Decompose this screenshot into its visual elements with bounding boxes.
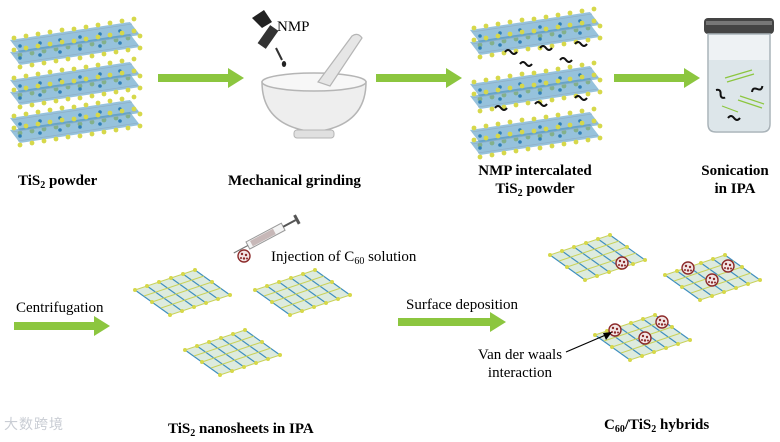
label-tis2-powder: TiS2 powder bbox=[18, 173, 98, 191]
label-surface-deposition: Surface deposition bbox=[406, 297, 519, 313]
label-vdw-interaction: Van der waals interaction bbox=[477, 347, 563, 381]
tis2-powder-stack bbox=[9, 16, 143, 148]
nmp-intercalated-stack bbox=[469, 6, 603, 160]
label-sonication: Sonication in IPA bbox=[701, 163, 769, 197]
label-nanosheets: TiS2 nanosheets in IPA bbox=[168, 421, 314, 439]
label-injection: Injection of C60 solution bbox=[271, 249, 417, 267]
c60-tis2-hybrids bbox=[547, 232, 763, 363]
sonication-jar bbox=[704, 18, 774, 133]
tis2-nanosheets bbox=[132, 267, 353, 378]
label-nmp-intercalated: NMP intercalated TiS2 powder bbox=[478, 163, 592, 199]
label-centrifugation: Centrifugation bbox=[16, 300, 104, 316]
arrow-to-intercalated bbox=[376, 68, 462, 88]
label-mechanical-grinding: Mechanical grinding bbox=[228, 173, 361, 189]
vdw-arrowhead bbox=[603, 332, 612, 340]
vdw-pointer-arrow bbox=[565, 333, 609, 353]
arrow-to-sonication bbox=[614, 68, 700, 88]
label-hybrids: C60/TiS2 hybrids bbox=[604, 417, 710, 435]
arrow-centrifugation bbox=[14, 316, 110, 336]
mortar-pestle bbox=[261, 33, 367, 139]
syringe-icon bbox=[233, 214, 301, 263]
watermark: 大数跨境 bbox=[4, 417, 64, 433]
arrow-surface-deposition bbox=[398, 312, 506, 332]
arrow-to-grinding bbox=[158, 68, 244, 88]
dropper-icon bbox=[252, 10, 287, 67]
label-nmp: NMP bbox=[277, 19, 310, 35]
